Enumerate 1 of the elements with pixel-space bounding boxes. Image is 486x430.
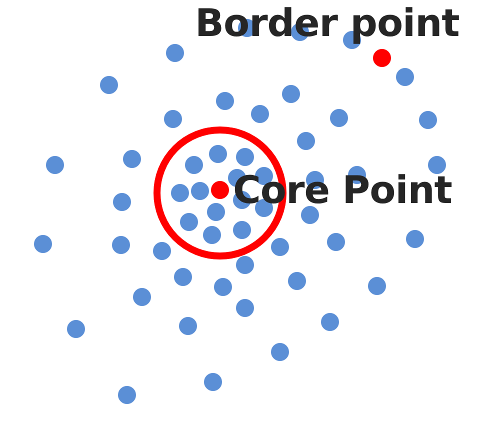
point-label: Border point: [195, 4, 460, 42]
